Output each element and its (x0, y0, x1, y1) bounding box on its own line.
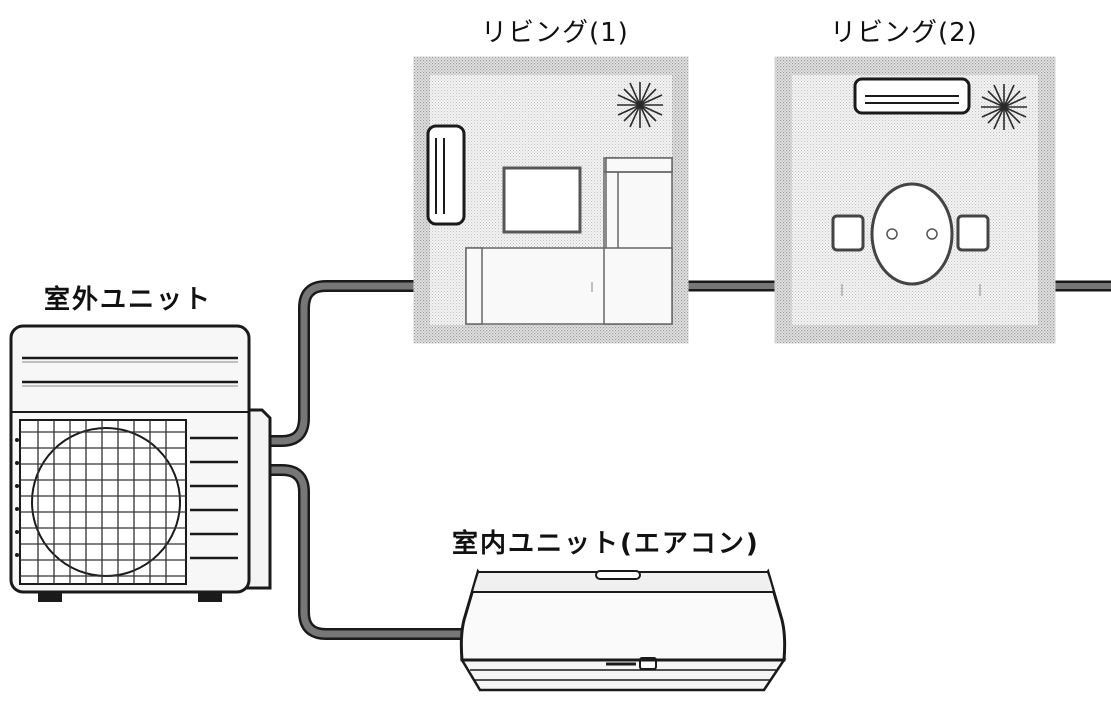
room2-dining-table (870, 182, 954, 286)
room1-plant (617, 82, 663, 128)
room2-label: リビング(2) (830, 18, 978, 48)
pipe-to-indoor-unit (252, 464, 472, 640)
outdoor-unit-label: 室外ユニット (44, 285, 213, 315)
room2-wall-ac (853, 77, 971, 115)
indoor-unit-label: 室内ユニット(エアコン) (452, 529, 760, 559)
room1-floorplan (413, 56, 689, 344)
room1-label: リビング(1) (481, 18, 629, 48)
room2-plant (981, 84, 1027, 130)
fan-grille (19, 419, 187, 585)
room1-sofa (465, 157, 673, 325)
refrigerant-pipes (252, 280, 1111, 640)
outdoor-unit (9, 324, 272, 602)
room2-chair-right (956, 214, 990, 252)
indoor-unit (459, 568, 787, 692)
room2-floorplan (774, 56, 1056, 344)
pipe-to-room1 (252, 280, 420, 447)
room2-chair-left (831, 214, 865, 252)
room1-table (502, 166, 582, 234)
room1-wall-ac (426, 124, 466, 226)
